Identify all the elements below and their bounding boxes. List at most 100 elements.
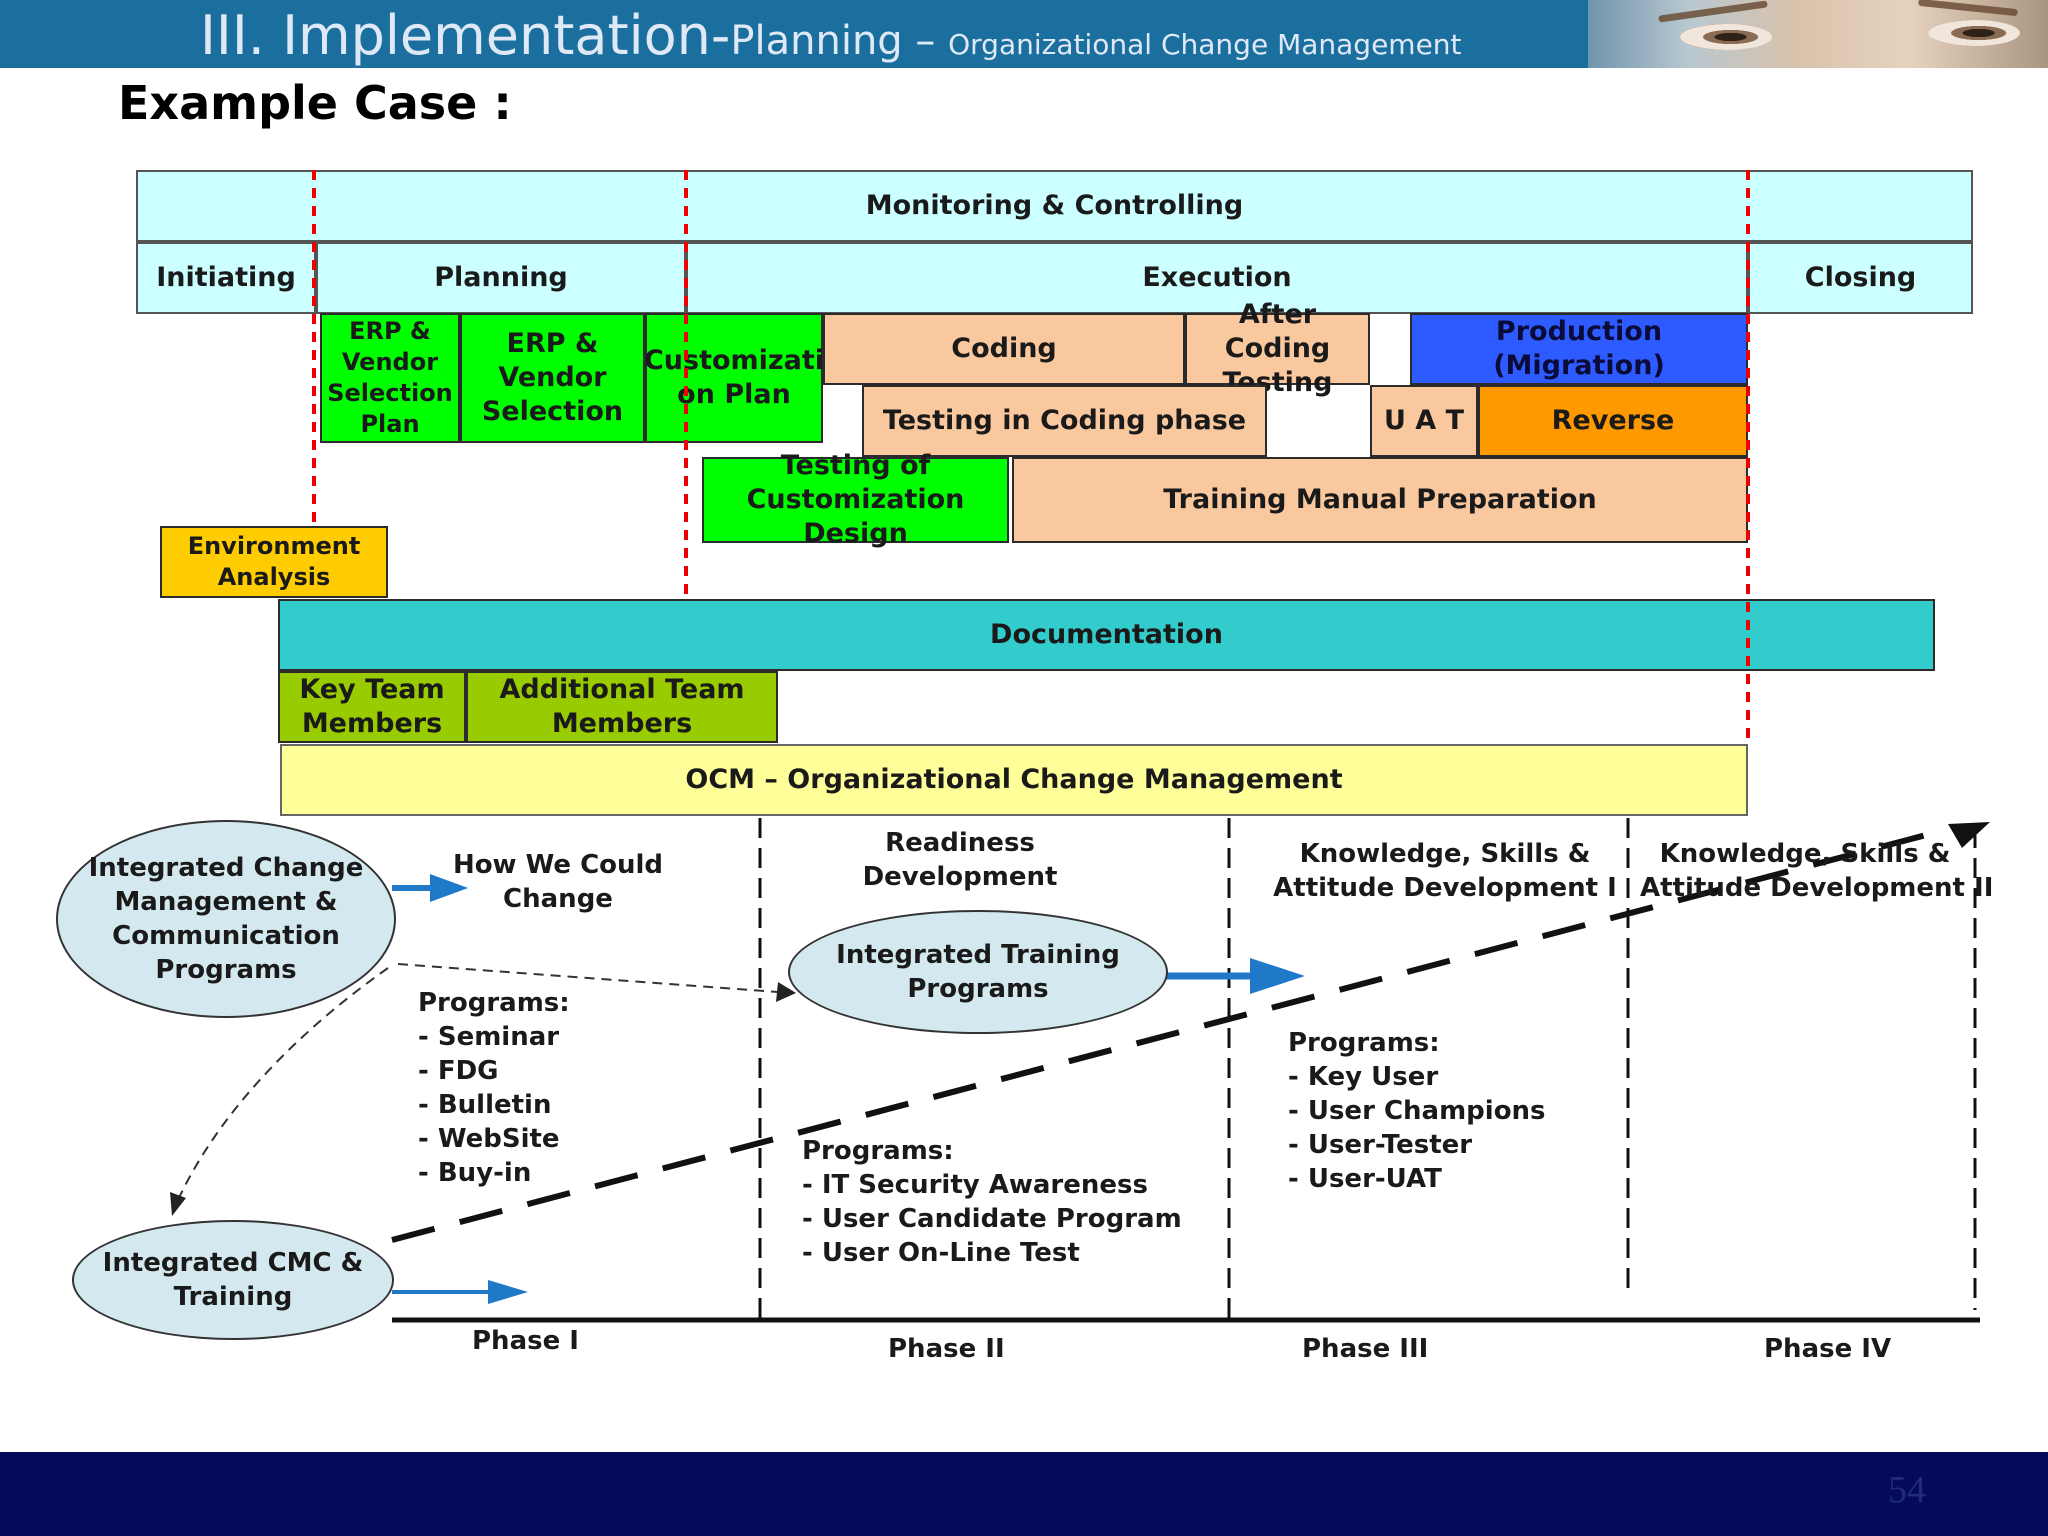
header-bar	[0, 0, 1588, 68]
connector-arrowhead	[776, 982, 796, 1002]
task-line: Additional Team	[499, 674, 745, 705]
training-manual-box: Training Manual Preparation	[1012, 457, 1748, 543]
task-line: ERP &	[506, 328, 599, 359]
uat-box: U A T	[1370, 385, 1478, 457]
page-number: 54	[1888, 1469, 1926, 1511]
programs-phase-2: Programs: - IT Security Awareness - User…	[802, 1134, 1182, 1270]
ellipse-line: Programs	[907, 974, 1049, 1004]
text-line: Programs:	[1288, 1028, 1440, 1058]
task-line: Customization Design	[746, 484, 965, 549]
text-line: - User-Tester	[1288, 1130, 1473, 1160]
blue-arrowhead	[1250, 958, 1305, 994]
trend-arrowhead	[1948, 822, 1990, 848]
text-line: - User Champions	[1288, 1096, 1546, 1126]
trend-line	[391, 827, 1946, 1243]
testing-coding-phase-box: Testing in Coding phase	[862, 385, 1267, 457]
ocm-label: OCM – Organizational Change Management	[685, 764, 1343, 795]
ksa-development-2: Knowledge, Skills & Attitude Development…	[1640, 837, 1994, 905]
subtitle: Example Case :	[118, 76, 512, 130]
additional-team-members-box: Additional Team Members	[466, 671, 778, 743]
training-manual-label: Training Manual Preparation	[1163, 484, 1597, 515]
ksa-development-1: Knowledge, Skills & Attitude Development…	[1270, 837, 1620, 905]
uat-label: U A T	[1383, 405, 1465, 436]
readiness-development: Readiness Development	[840, 826, 1080, 894]
text-line: Knowledge, Skills &	[1299, 839, 1591, 869]
integrated-training-programs-ellipse: Integrated Training Programs	[788, 910, 1168, 1034]
integrated-cmc-training-ellipse: Integrated CMC & Training	[72, 1220, 394, 1340]
phase-label-1: Phase I	[472, 1326, 579, 1356]
text-line: Readiness	[885, 828, 1035, 858]
monitoring-controlling-band: Monitoring & Controlling	[136, 170, 1973, 242]
phase-label-2: Phase II	[888, 1334, 1005, 1364]
task-line: Selection	[481, 396, 624, 427]
title-main: III. Implementation-	[200, 4, 731, 67]
connector-arrowhead	[170, 1192, 186, 1216]
task-line: Members	[551, 708, 693, 739]
photo-eye	[1928, 20, 2020, 46]
task-line: Plan	[360, 410, 420, 438]
text-line: - Key User	[1288, 1062, 1439, 1092]
initiating-label: Initiating	[156, 262, 296, 293]
ocm-diagram: Monitoring & Controlling Initiating Plan…	[56, 170, 1994, 1364]
ellipse-line: Integrated Training	[836, 940, 1120, 970]
environment-analysis-box: Environment Analysis	[160, 526, 388, 598]
slide-title: III. Implementation-Planning – Organizat…	[200, 4, 1462, 67]
task-line: Members	[301, 708, 443, 739]
task-line: Testing of	[780, 450, 931, 481]
title-mid: Planning –	[730, 18, 949, 64]
how-we-could-change: How We Could Change	[440, 848, 676, 916]
phase-execution: Execution	[686, 242, 1748, 314]
text-line: - Seminar	[418, 1022, 560, 1052]
text-line: Programs:	[418, 988, 570, 1018]
text-line: - Buy-in	[418, 1158, 532, 1188]
closing-label: Closing	[1804, 262, 1917, 293]
testing-coding-label: Testing in Coding phase	[882, 405, 1247, 436]
production-label: Production (Migration)	[1493, 316, 1665, 381]
production-migration-box: Production (Migration)	[1410, 313, 1748, 385]
text-line: How We Could	[452, 850, 664, 880]
ellipse-line: Communication	[112, 921, 340, 951]
testing-customization-design-box: Testing of Customization Design	[702, 450, 1009, 549]
coding-box: Coding	[823, 313, 1185, 385]
text-line: - IT Security Awareness	[802, 1170, 1148, 1200]
coding-label: Coding	[951, 333, 1057, 364]
text-line: Development	[862, 862, 1058, 892]
text-line: Programs:	[802, 1136, 954, 1166]
task-line: Key Team	[299, 674, 445, 705]
planning-label: Planning	[434, 262, 568, 293]
connector-dashed	[397, 963, 779, 993]
text-line: Attitude Development I	[1273, 873, 1617, 903]
monitoring-label: Monitoring & Controlling	[865, 190, 1244, 221]
blue-arrowhead	[430, 874, 468, 902]
ellipse-line: Integrated Change	[88, 853, 364, 883]
text-line: - User Candidate Program	[802, 1204, 1182, 1234]
task-line: Analysis	[217, 563, 331, 591]
text-line: Attitude Development II	[1640, 873, 1994, 903]
programs-phase-3: Programs: - Key User - User Champions - …	[1288, 1026, 1546, 1196]
ocm-box: OCM – Organizational Change Management	[280, 744, 1748, 816]
reverse-label: Reverse	[1551, 405, 1675, 436]
reverse-box: Reverse	[1478, 385, 1748, 457]
text-line: Change	[503, 884, 613, 914]
footer-bar	[0, 1452, 2048, 1536]
phase-initiating: Initiating	[136, 242, 316, 314]
title-sub: Organizational Change Management	[948, 28, 1462, 61]
blue-arrowhead	[488, 1280, 528, 1304]
ellipse-line: Programs	[155, 955, 297, 985]
task-line: Customizati	[643, 345, 825, 376]
documentation-label: Documentation	[990, 619, 1223, 650]
phase-label-3: Phase III	[1302, 1334, 1429, 1364]
task-line: After Coding	[1224, 299, 1331, 364]
text-line: - FDG	[418, 1056, 499, 1086]
phase-planning: Planning	[316, 242, 686, 314]
header-photo	[1588, 0, 2048, 68]
ellipse-line: Training	[173, 1282, 293, 1312]
photo-eye	[1680, 24, 1772, 50]
erp-vendor-selection-box: ERP & Vendor Selection	[460, 313, 645, 443]
icm-programs-ellipse: Integrated Change Management & Communica…	[56, 820, 396, 1018]
text-line: - Bulletin	[418, 1090, 552, 1120]
task-line: Vendor	[498, 362, 607, 393]
text-line: Knowledge, Skills &	[1659, 839, 1951, 869]
text-line: - WebSite	[418, 1124, 560, 1154]
task-line: on Plan	[677, 379, 791, 410]
